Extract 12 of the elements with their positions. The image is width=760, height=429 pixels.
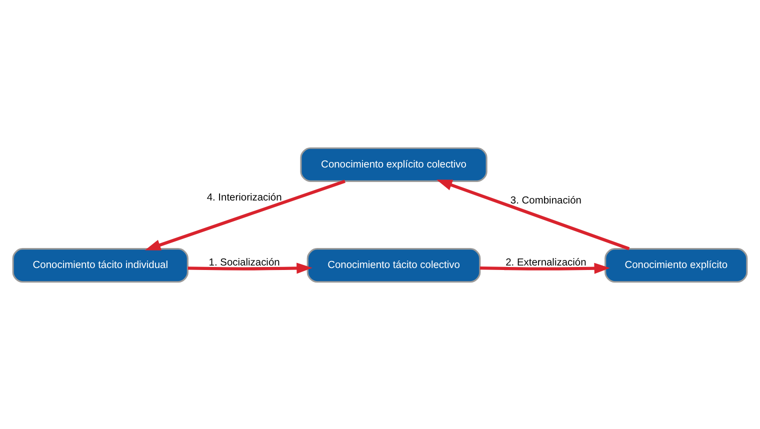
node-box: Conocimiento explícito: [604, 248, 748, 282]
arrow: [144, 179, 346, 250]
arrow: [188, 262, 312, 274]
arrow: [480, 262, 610, 274]
edge-label: 2. Externalización: [506, 257, 586, 268]
arrow: [436, 179, 630, 250]
edge-label: 4. Interiorización: [206, 192, 282, 203]
node-box: Conocimiento explícito colectivo: [300, 146, 488, 182]
node-box: Conocimiento tácito colectivo: [306, 248, 481, 282]
edge-label: 3. Combinación: [510, 195, 582, 206]
node-box: Conocimiento tácito individual: [12, 248, 188, 282]
edge-label: 1. Socialización: [208, 257, 280, 268]
